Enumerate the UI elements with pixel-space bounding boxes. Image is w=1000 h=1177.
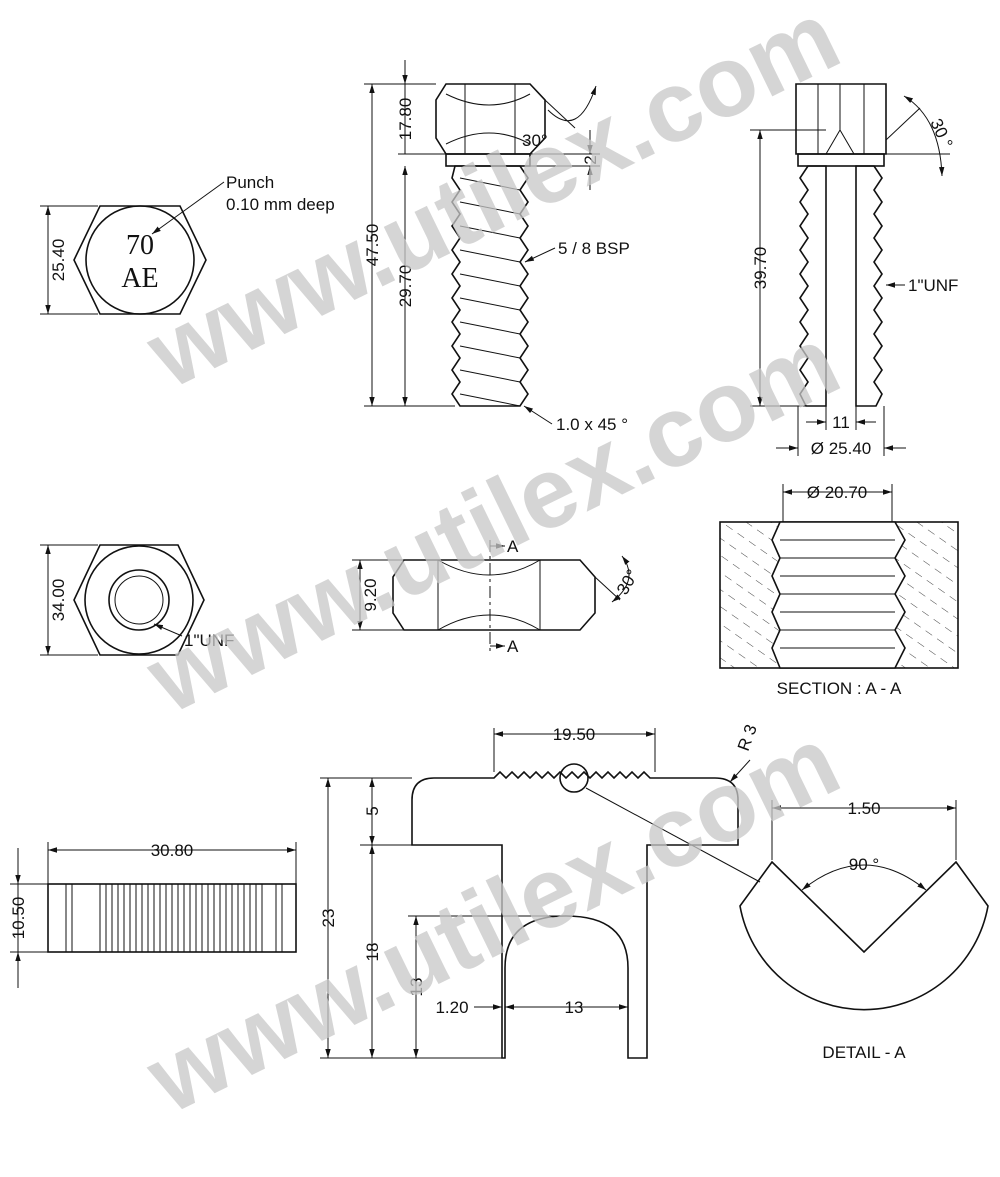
nut-thread-label: 1"UNF — [184, 631, 234, 650]
angle-detail: 90 ° — [849, 855, 879, 874]
dim-section-bore: 11 — [832, 413, 850, 432]
bolt-section-view: 39.70 1"UNF 30 ° 11 Ø 25.40 — [750, 83, 958, 458]
bolt-side-view: 47.50 17.80 29.70 2 30° 5 / 8 BSP 1.0 x … — [363, 60, 630, 434]
punch-depth-label: 0.10 mm deep — [226, 195, 335, 214]
angle-section-head: 30 ° — [926, 116, 956, 152]
dim-bolt-head: 17.80 — [396, 98, 415, 141]
section-a-a: Ø 20.70 SECTION : A - A — [719, 483, 959, 698]
dim-bolt-thread: 29.70 — [396, 265, 415, 308]
section-thread-label: 1"UNF — [908, 276, 958, 295]
nut-side-outline — [392, 559, 596, 631]
detail-caption: DETAIL - A — [822, 1043, 906, 1062]
dim-clamp-slot: 13 — [407, 978, 426, 997]
punch-leader — [151, 181, 225, 235]
nut-hex-outline — [73, 544, 205, 656]
dim-section-diameter: Ø 20.70 — [807, 483, 868, 502]
clamp-view: 19.50 R 3 23 5 18 13 1.20 13 — [319, 722, 761, 1059]
knurl-lines — [65, 884, 283, 952]
knurled-bar: 30.80 10.50 — [9, 841, 297, 988]
section-thread-right — [855, 165, 883, 407]
dim-clamp-top: 5 — [363, 806, 382, 815]
detail-a-view: 1.50 90 ° DETAIL - A — [739, 799, 989, 1062]
stamp-line-2: AE — [121, 263, 158, 294]
clamp-outline — [411, 770, 739, 1059]
dim-detail-width: 1.50 — [847, 799, 880, 818]
detail-a-outline — [739, 860, 989, 1011]
dim-section-thread: 39.70 — [751, 247, 770, 290]
dim-clamp-total: 23 — [319, 909, 338, 928]
angle-nut-side: 30° — [613, 566, 642, 598]
dim-nut-side-height: 9.20 — [361, 578, 380, 611]
dim-knurled-length: 30.80 — [151, 841, 194, 860]
section-thread — [771, 521, 906, 669]
dim-bolt-total: 47.50 — [363, 224, 382, 267]
angle-bolt-head: 30° — [522, 131, 548, 150]
hex-bearing-circle — [85, 205, 195, 315]
detail-a-marker — [559, 763, 589, 793]
stamp-line-1: 70 — [126, 230, 154, 261]
dim-section-outer: Ø 25.40 — [811, 439, 872, 458]
thread-spec-label: 5 / 8 BSP — [558, 239, 630, 258]
dim-bolt-gap: 2 — [581, 155, 600, 164]
dim-hex-height: 25.40 — [49, 239, 68, 282]
hex-head-view: 70 AE Punch 0.10 mm deep 25.40 — [40, 173, 335, 315]
watermark-text-3: www.utilex.com — [130, 704, 856, 1135]
dim-nut-height: 34.00 — [49, 579, 68, 622]
dim-knurled-height: 10.50 — [9, 897, 28, 940]
dim-clamp-leg: 18 — [363, 943, 382, 962]
punch-label: Punch — [226, 173, 274, 192]
hex-outline — [73, 205, 207, 315]
section-mark-top: A — [507, 537, 519, 556]
nut-bore-outer — [108, 569, 170, 631]
dim-clamp-wall: 1.20 — [435, 998, 468, 1017]
dim-clamp-slot-width: 13 — [565, 998, 584, 1017]
section-mark-bottom: A — [507, 637, 519, 656]
section-thread-left — [799, 165, 827, 407]
chamfer-label: 1.0 x 45 ° — [556, 415, 628, 434]
dim-serration: 19.50 — [553, 725, 596, 744]
section-caption: SECTION : A - A — [777, 679, 902, 698]
nut-top-view: 34.00 1"UNF — [40, 544, 234, 656]
